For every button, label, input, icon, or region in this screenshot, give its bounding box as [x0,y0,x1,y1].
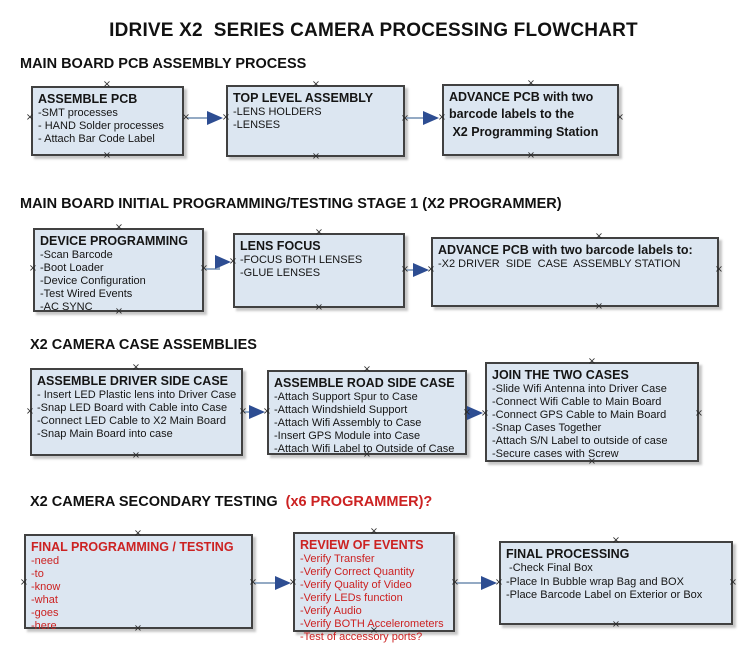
box-item-list: -Slide Wifi Antenna into Driver Case-Con… [492,383,692,461]
box-item: -Verify Quality of Video [300,579,412,591]
section-heading-text: MAIN BOARD INITIAL PROGRAMMING/TESTING S… [20,196,562,212]
box-item: -Verify Correct Quantity [300,566,415,578]
flow-box-review-of-events: REVIEW OF EVENTS -Verify Transfer-Verify… [293,532,455,643]
box-title: ASSEMBLE ROAD SIDE CASE [274,376,455,390]
box-item-list: -FOCUS BOTH LENSES-GLUE LENSES [240,254,398,280]
box-item-list: -LENS HOLDERS-LENSES [233,106,398,132]
box-title: ADVANCE PCB with two barcode labels to: [438,243,693,257]
page-title: IDRIVE X2 SERIES CAMERA PROCESSING FLOWC… [109,20,638,41]
section-heading-text: X2 CAMERA CASE ASSEMBLIES [30,337,257,353]
flow-box-assemble-driver-side-case: ASSEMBLE DRIVER SIDE CASE - Insert LED P… [30,368,243,456]
box-item: -Place In Bubble wrap Bag and BOX [506,575,684,588]
box-title: DEVICE PROGRAMMING [40,234,188,248]
box-item-list: -Scan Barcode-Boot Loader-Device Configu… [40,249,197,314]
box-item: -Connect LED Cable to X2 Main Board [37,415,226,427]
box-item: -know [31,581,61,593]
box-item: -Attach Wifi Assembly to Case [274,417,422,429]
section-heading-red-text: (x6 PROGRAMMER)? [281,494,433,510]
box-item: -LENSES [233,119,281,131]
section-heading-case-assemblies: X2 CAMERA CASE ASSEMBLIES [30,337,257,353]
box-item: -here [31,620,57,632]
box-item: -Device Configuration [40,275,146,287]
box-item: -Scan Barcode [40,249,113,261]
box-item: -Place Barcode Label on Exterior or Box [506,589,703,601]
flow-box-assemble-road-side-case: ASSEMBLE ROAD SIDE CASE -Attach Support … [267,370,467,455]
box-item: - HAND Solder processes [38,120,164,132]
box-item: -GLUE LENSES [240,267,321,279]
box-item-list: -Verify Transfer-Verify Correct Quantity… [300,553,448,644]
box-item: -Insert GPS Module into Case [274,430,421,442]
box-item: -Verify Audio [300,605,362,617]
box-title: REVIEW OF EVENTS [300,538,424,552]
box-item: -Test of accessory ports? [300,631,423,643]
box-item: -Snap Main Board into case [37,428,173,440]
flow-box-advance-pcb-programming-station: ADVANCE PCB with two barcode labels to t… [442,84,619,156]
flow-box-top-level-assembly: TOP LEVEL ASSEMBLY -LENS HOLDERS-LENSES [226,85,405,157]
flow-box-lens-focus: LENS FOCUS -FOCUS BOTH LENSES-GLUE LENSE… [233,233,405,308]
box-item: -AC SYNC [40,301,93,313]
box-item: -Snap Cases Together [492,422,602,434]
flow-box-final-processing: FINAL PROCESSING -Check Final Box-Place … [499,541,733,625]
box-item: -Test Wired Events [40,288,133,300]
box-item-list: barcode labels to the X2 Programming Sta… [449,105,612,141]
box-item: -to [31,568,44,580]
box-item-list: - Insert LED Plastic lens into Driver Ca… [37,389,236,441]
flow-box-assemble-pcb: ASSEMBLE PCB -SMT processes- HAND Solder… [31,86,184,156]
box-item-list: -X2 DRIVER SIDE CASE ASSEMBLY STATION [438,258,712,271]
box-item: - Attach Bar Code Label [38,133,155,145]
box-item: -FOCUS BOTH LENSES [240,254,363,266]
box-item: -Verify LEDs function [300,592,403,604]
box-item: -SMT processes [38,107,118,119]
box-item-list: -need-to-know-what-goes-here [31,555,246,633]
box-title: JOIN THE TWO CASES [492,368,629,382]
box-item: -goes [31,607,59,619]
flow-box-join-the-two-cases: JOIN THE TWO CASES -Slide Wifi Antenna i… [485,362,699,462]
box-title: LENS FOCUS [240,239,321,253]
box-item: -need [31,555,60,567]
box-item: -Slide Wifi Antenna into Driver Case [492,383,667,395]
section-heading-pcb-assembly: MAIN BOARD PCB ASSEMBLY PROCESS [20,56,306,72]
box-item: - Insert LED Plastic lens into Driver Ca… [37,389,237,401]
box-item-list: -SMT processes- HAND Solder processes- A… [38,107,177,146]
box-item: -Check Final Box [506,562,593,574]
flow-box-device-programming: DEVICE PROGRAMMING -Scan Barcode-Boot Lo… [33,228,204,314]
box-item: -Snap LED Board with Cable into Case [37,402,228,414]
box-item: -Verify Transfer [300,553,375,565]
box-item: -Connect Wifi Cable to Main Board [492,396,662,408]
box-item: -what [31,594,58,606]
box-item: -X2 DRIVER SIDE CASE ASSEMBLY STATION [438,258,681,270]
box-item: barcode labels to the [449,107,575,121]
arrow-deviceprog-to-lensfocus [205,255,231,270]
flow-box-advance-pcb-case-station: ADVANCE PCB with two barcode labels to: … [431,237,719,307]
box-item: -Secure cases with Screw [492,448,619,460]
box-item: -Boot Loader [40,262,104,274]
section-heading-text: X2 CAMERA SECONDARY TESTING [30,494,282,510]
section-heading-secondary-testing: X2 CAMERA SECONDARY TESTING (x6 PROGRAMM… [30,494,432,510]
box-title: FINAL PROGRAMMING / TESTING [31,540,234,554]
box-item: -Attach Windshield Support [274,404,408,416]
box-item: -Attach Support Spur to Case [274,391,418,403]
box-item: -Verify BOTH Accelerometers [300,618,444,630]
box-title: FINAL PROCESSING [506,547,630,561]
box-item: -LENS HOLDERS [233,106,322,118]
box-item: -Attach Wifi Label to Outside of Case [274,443,455,455]
box-title: TOP LEVEL ASSEMBLY [233,91,374,105]
box-item: -Attach S/N Label to outside of case [492,435,668,447]
box-item-list: -Attach Support Spur to Case-Attach Wind… [274,391,460,456]
box-title: ASSEMBLE PCB [38,92,138,106]
box-item-list: -Check Final Box-Place In Bubble wrap Ba… [506,562,726,603]
section-heading-text: MAIN BOARD PCB ASSEMBLY PROCESS [20,56,307,72]
box-title: ASSEMBLE DRIVER SIDE CASE [37,374,229,388]
box-item: X2 Programming Station [449,125,599,139]
box-item: -Connect GPS Cable to Main Board [492,409,667,421]
box-title: ADVANCE PCB with two [449,90,594,104]
section-heading-initial-programming: MAIN BOARD INITIAL PROGRAMMING/TESTING S… [20,196,562,212]
flow-box-final-programming-testing: FINAL PROGRAMMING / TESTING -need-to-kno… [24,534,253,632]
